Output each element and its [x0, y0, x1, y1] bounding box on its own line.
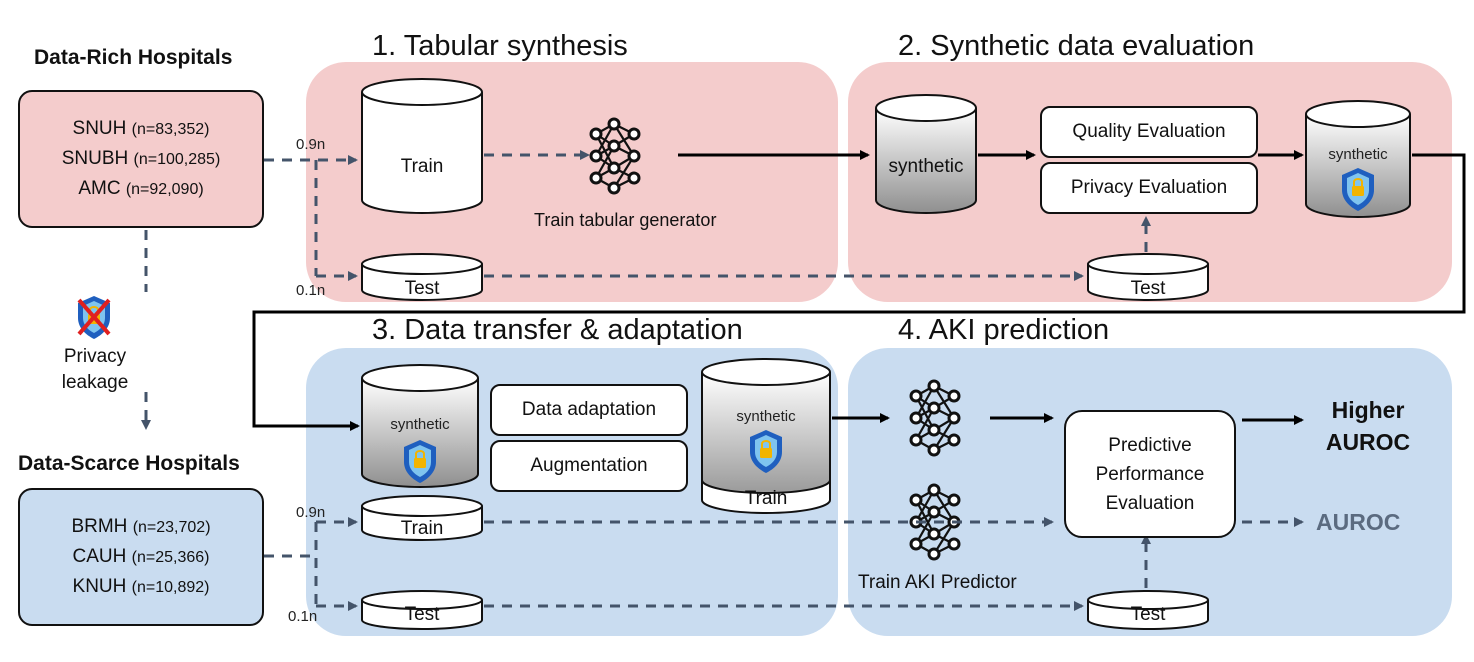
split-top-test: 0.1n: [296, 282, 326, 299]
train-label: Train: [400, 156, 444, 177]
predictor-label: Train AKI Predictor: [858, 572, 1017, 593]
eval-test-label: Test: [1130, 278, 1166, 299]
synthetic-label: synthetic: [888, 156, 964, 177]
quality-evaluation-box: Quality Evaluation: [1040, 106, 1258, 158]
hospital-entry: KNUH (n=10,892): [72, 576, 210, 597]
scarce-hospitals-title: Data-Scarce Hospitals: [18, 452, 240, 475]
test-cylinder: [361, 253, 483, 301]
data-adaptation-box: Data adaptation: [490, 384, 688, 436]
secure-synthetic-label: synthetic: [1328, 146, 1388, 163]
privacy-leakage-label: Privacy leakage: [61, 346, 129, 393]
scarce-test-label: Test: [404, 604, 440, 625]
aki-test-label: Test: [1130, 604, 1166, 625]
higher-auroc-label: Higher AUROC: [1325, 397, 1411, 455]
rich-hospitals-box: SNUH (n=83,352) SNUBH (n=100,285) AMC (n…: [18, 90, 264, 228]
privacy-leak-shield-icon: [77, 295, 111, 340]
dashed-arrows: [141, 150, 1304, 611]
split-top-train: 0.9n: [296, 136, 326, 153]
panel3-title: 3. Data transfer & adaptation: [372, 314, 743, 346]
generator-label: Train tabular generator: [534, 210, 717, 230]
privacy-evaluation-box: Privacy Evaluation: [1040, 162, 1258, 214]
panel4-title: 4. AKI prediction: [898, 314, 1110, 346]
aki-test-cylinder: [1087, 590, 1209, 630]
eval-test-cylinder: [1087, 253, 1209, 301]
synthetic-train-sublabel: Train: [744, 488, 788, 509]
split-bottom-train: 0.9n: [296, 504, 326, 521]
rich-hospitals-title: Data-Rich Hospitals: [34, 46, 233, 69]
secure-synthetic-cylinder: [1305, 100, 1411, 218]
generator-network-icon: [589, 117, 641, 195]
hospital-entry: SNUBH (n=100,285): [61, 148, 221, 169]
predictor-network-icon: [909, 379, 961, 457]
panel1-title: 1. Tabular synthesis: [372, 30, 628, 62]
scarce-hospitals-box: BRMH (n=23,702) CAUH (n=25,366) KNUH (n=…: [18, 488, 264, 626]
hospital-entry: SNUH (n=83,352): [72, 118, 210, 139]
train-cylinder: [361, 78, 483, 214]
transfer-synthetic-cylinder: [361, 364, 479, 488]
augmentation-box: Augmentation: [490, 440, 688, 492]
split-bottom-test: 0.1n: [288, 608, 318, 625]
solid-arrows: [252, 150, 1466, 431]
transfer-synthetic-label: synthetic: [390, 416, 450, 433]
scarce-test-cylinder: [361, 590, 483, 630]
hospital-entry: CAUH (n=25,366): [72, 546, 210, 567]
hospital-entry: AMC (n=92,090): [78, 178, 204, 199]
synthetic-cylinder: [875, 94, 977, 214]
hospital-entry: BRMH (n=23,702): [71, 516, 211, 537]
scarce-train-label: Train: [400, 518, 444, 539]
predictive-evaluation-box: Predictive Performance Evaluation: [1064, 410, 1236, 538]
test-label: Test: [404, 278, 440, 299]
auroc-label: AUROC: [1316, 509, 1401, 535]
synthetic-train-label: synthetic: [736, 408, 796, 425]
scarce-train-cylinder: [361, 495, 483, 541]
panel2-title: 2. Synthetic data evaluation: [898, 30, 1255, 62]
